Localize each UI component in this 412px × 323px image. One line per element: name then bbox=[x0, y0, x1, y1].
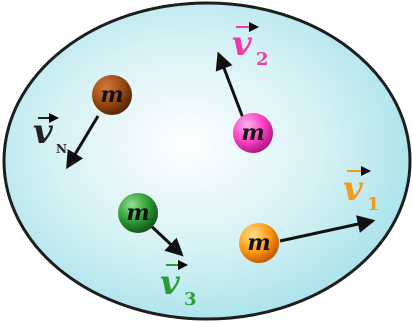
particle-orange-ball bbox=[239, 223, 279, 263]
velocity-symbol: v bbox=[160, 263, 181, 303]
particle-green-ball bbox=[118, 193, 158, 233]
velocity-label-2: v 2 bbox=[232, 22, 269, 70]
velocity-subscript: 3 bbox=[184, 289, 197, 310]
velocity-label-1: v 1 bbox=[343, 166, 380, 215]
velocity-arrow-1 bbox=[279, 215, 376, 243]
particle-pink: m bbox=[233, 113, 273, 153]
mass-label: m bbox=[100, 82, 123, 108]
velocity-subscript: 1 bbox=[367, 194, 380, 215]
velocity-label-n: v N bbox=[33, 112, 67, 156]
velocity-arrow-2 bbox=[215, 51, 245, 119]
mass-label: m bbox=[247, 230, 270, 256]
velocity-symbol: v bbox=[33, 112, 54, 152]
velocity-subscript: N bbox=[56, 142, 67, 156]
particle-green: m bbox=[118, 193, 158, 233]
mass-label: m bbox=[241, 120, 264, 146]
velocity-symbol: v bbox=[232, 24, 253, 64]
mass-label: m bbox=[126, 200, 149, 226]
velocity-arrow-n bbox=[66, 115, 100, 170]
particle-brown: m bbox=[92, 75, 132, 115]
velocity-label-3: v 3 bbox=[160, 260, 197, 310]
velocity-symbol: v bbox=[343, 169, 364, 209]
velocity-subscript: 2 bbox=[256, 49, 269, 70]
velocity-arrow-3 bbox=[147, 222, 184, 257]
particle-brown-ball bbox=[92, 75, 132, 115]
particle-orange: m bbox=[239, 223, 279, 263]
particle-pink-ball bbox=[233, 113, 273, 153]
